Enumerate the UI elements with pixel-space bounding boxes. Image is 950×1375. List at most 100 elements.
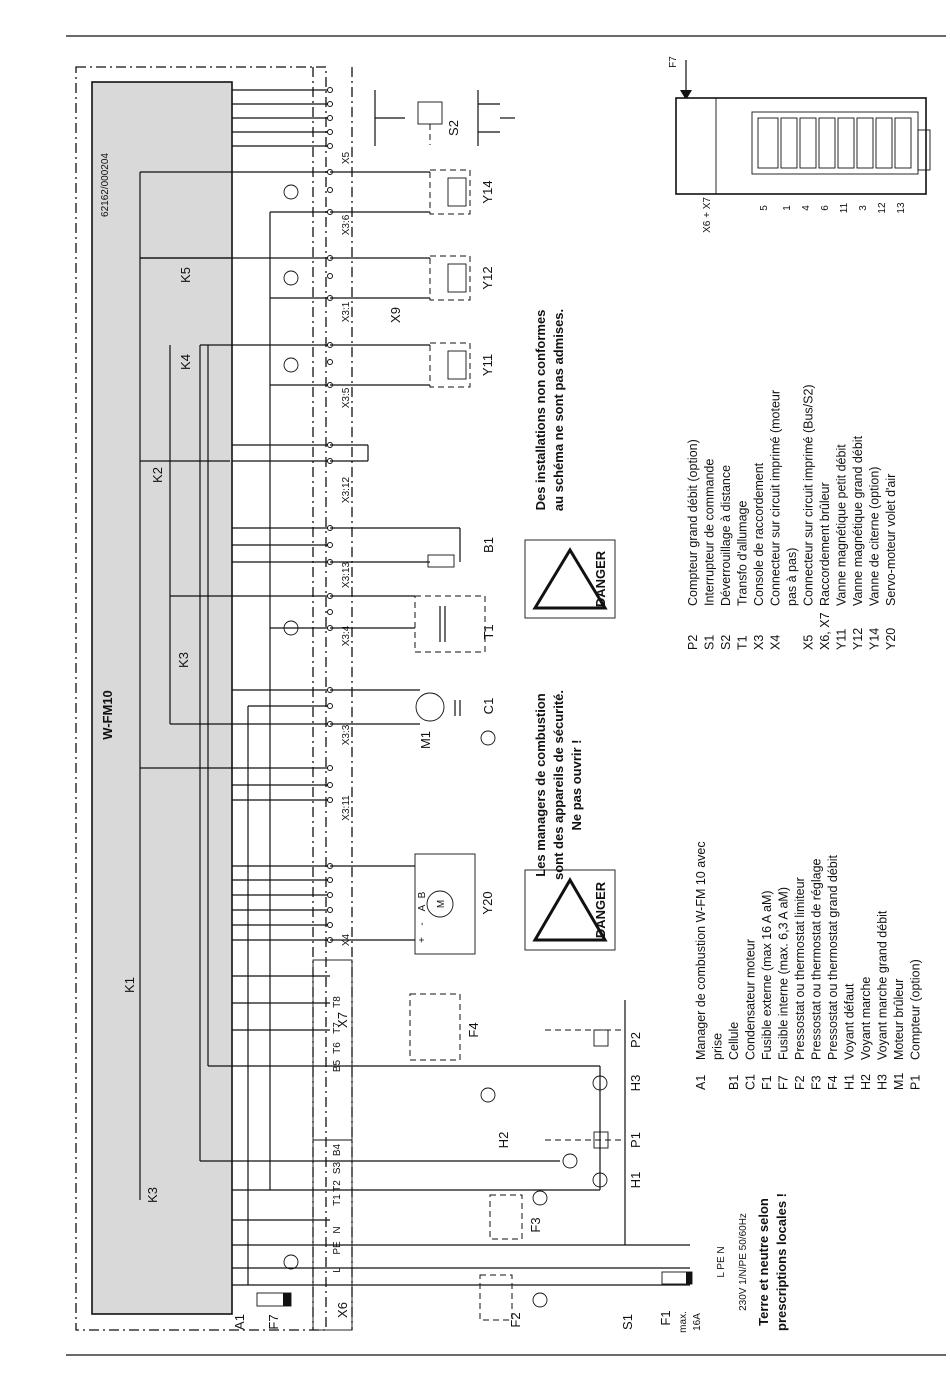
legend-code: F3 [810, 1075, 824, 1090]
label-s2: S2 [446, 120, 461, 136]
indicators: H1 H2 P1 H3 P2 [496, 1029, 643, 1188]
side-pin-3: 3 [858, 205, 869, 211]
label-f7: F7 [266, 1314, 281, 1329]
legend-desc: Moteur brûleur [892, 979, 906, 1060]
y20-plus: + [417, 937, 428, 943]
ground-icon [532, 1190, 548, 1206]
side-pin-4: 4 [801, 205, 812, 211]
ground-icon [480, 730, 496, 746]
lamp-h1 [592, 1172, 608, 1188]
label-c1: C1 [481, 698, 496, 715]
conn-x6: X6 [335, 1302, 350, 1318]
conn-x3-11: X3:11 [341, 795, 352, 821]
legend-code: P1 [909, 1075, 923, 1090]
ground-icon [283, 620, 299, 636]
label-m1: M1 [418, 731, 433, 749]
legend-code: F7 [777, 1075, 791, 1090]
legend-code: X3 [752, 635, 766, 650]
label-y20: Y20 [480, 891, 495, 914]
legend-code: Y11 [835, 629, 849, 650]
ground-icon [283, 270, 299, 286]
legend-code: F1 [760, 1075, 774, 1090]
danger-label-2: DANGER [593, 550, 608, 607]
label-y11: Y11 [480, 354, 495, 376]
valve-y12: Y12 [429, 255, 495, 301]
x7-pin-t7: T7 [332, 1022, 343, 1034]
f2-box [479, 1274, 513, 1321]
legend-code: S2 [719, 635, 733, 650]
x6-pin-l: L [332, 1267, 343, 1273]
label-h3: H3 [628, 1075, 643, 1092]
legend-desc: Condensateur moteur [744, 939, 758, 1060]
side-pin-1: 1 [782, 205, 793, 211]
f7-fuse-cap [283, 1293, 291, 1306]
legend-code: X6, X7 [818, 612, 832, 650]
relay-k5: K5 [178, 267, 193, 283]
module-name: W-FM10 [100, 690, 115, 740]
lamp-h3 [592, 1075, 608, 1091]
ground-icon [480, 1087, 496, 1103]
danger-sign-2: DANGER [524, 539, 616, 619]
legend-desc: Fusible externe (max 16 A aM) [760, 890, 774, 1060]
manager-warning-3: Ne pas ouvrir ! [569, 739, 584, 830]
legend-desc: Connecteur sur circuit imprimé (Bus/S2) [802, 384, 816, 606]
side-view: F7 X6 + X7 5 1 4 6 11 3 12 13 [668, 56, 931, 233]
legend-code: B1 [727, 1075, 741, 1090]
danger-sign-1: DANGER [524, 869, 616, 951]
conn-x7: X7 [335, 1012, 350, 1028]
conn-x3-13: X3:13 [341, 561, 352, 588]
legend-code: S1 [703, 635, 717, 650]
legend-code: C1 [744, 1074, 758, 1090]
conn-x3-4: X3:4 [341, 625, 352, 646]
conn-x5: X5 [341, 151, 352, 164]
legend-code: A1 [694, 1075, 708, 1090]
x7-pin-t6: T6 [332, 1042, 343, 1054]
label-s1: S1 [620, 1314, 635, 1330]
conn-x3-1: X3:1 [341, 301, 352, 322]
legend-desc: Vanne magnétique grand débit [851, 435, 865, 606]
ground-icon [532, 1292, 548, 1308]
legend-code: H1 [843, 1074, 857, 1090]
side-arrow-label: F7 [668, 56, 679, 68]
legend-desc: Vanne magnétique petit débit [835, 444, 849, 606]
side-pin-5: 5 [759, 205, 770, 211]
side-pin-6: 6 [820, 205, 831, 211]
x7-pin-t1: T1 [332, 1194, 343, 1206]
legend-desc: Manager de combustion W-FM 10 avec [694, 841, 708, 1060]
side-base-label: X6 + X7 [702, 197, 713, 233]
legend-desc: Interrupteur de commande [703, 459, 717, 606]
legend-code: X5 [802, 635, 816, 650]
legend-code: H3 [876, 1074, 890, 1090]
conn-x3-6: X3:6 [341, 214, 352, 235]
legend-desc: pas à pas) [785, 548, 799, 606]
side-pin-11: 11 [839, 202, 850, 213]
x7-pin-t2: T2 [332, 1180, 343, 1192]
conn-x3-3: X3:3 [341, 724, 352, 745]
relay-k2: K2 [150, 467, 165, 483]
legend-desc: Pressostat ou thermostat limiteur [793, 877, 807, 1060]
valve-y14: Y14 [429, 169, 495, 215]
legend-desc: Voyant marche [859, 977, 873, 1060]
t1-transformer: T1 [414, 595, 496, 653]
valve-y11: Y11 [429, 342, 495, 388]
legend-desc: Compteur grand débit (option) [686, 439, 700, 606]
supply-lines: L PE N [716, 1246, 727, 1277]
label-h2: H2 [496, 1132, 511, 1149]
legend-desc: Fusible interne (max. 6,3 A aM) [777, 887, 791, 1060]
legend-desc: Raccordement brûleur [818, 482, 832, 606]
lower-components: F3 F2 F7 A1 S1 F1 max. 16A [232, 1194, 703, 1333]
module-wires [140, 89, 330, 1286]
relay-labels: K1 K2 K3 K3 K4 K5 [122, 267, 193, 1203]
label-f2: F2 [508, 1312, 523, 1327]
conn-x3-12: X3:12 [341, 476, 352, 503]
ground-icons [283, 184, 548, 1308]
legend-code: T1 [736, 635, 750, 650]
manager-warning-1: Les managers de combustion [533, 693, 548, 877]
ground-icon [283, 184, 299, 200]
legend-desc: prise [711, 1033, 725, 1060]
m1-motor: M1 C1 [415, 692, 496, 749]
label-f3: F3 [528, 1217, 543, 1232]
danger-label-1: DANGER [593, 881, 608, 938]
